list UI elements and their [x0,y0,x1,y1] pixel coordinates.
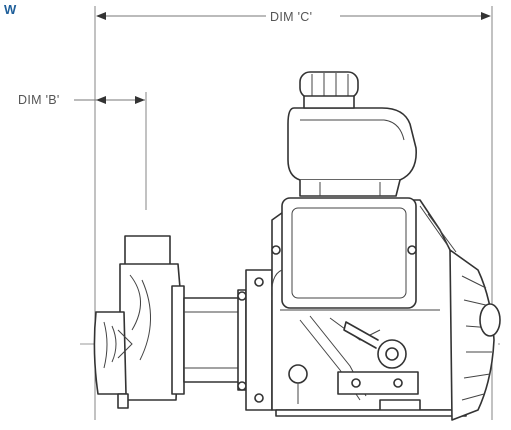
corner-label: W [4,2,17,17]
recoil-starter [419,205,501,421]
air-filter-cover [271,197,417,309]
dim-b-dimension-line [74,92,147,210]
fuel-cap [299,71,359,109]
dim-c-label: DIM 'C' [268,10,315,24]
pump-housing [93,235,185,409]
engine-flange [245,269,273,411]
fuel-tank [287,107,417,197]
connecting-shaft [183,289,247,391]
dim-b-label: DIM 'B' [16,93,62,107]
